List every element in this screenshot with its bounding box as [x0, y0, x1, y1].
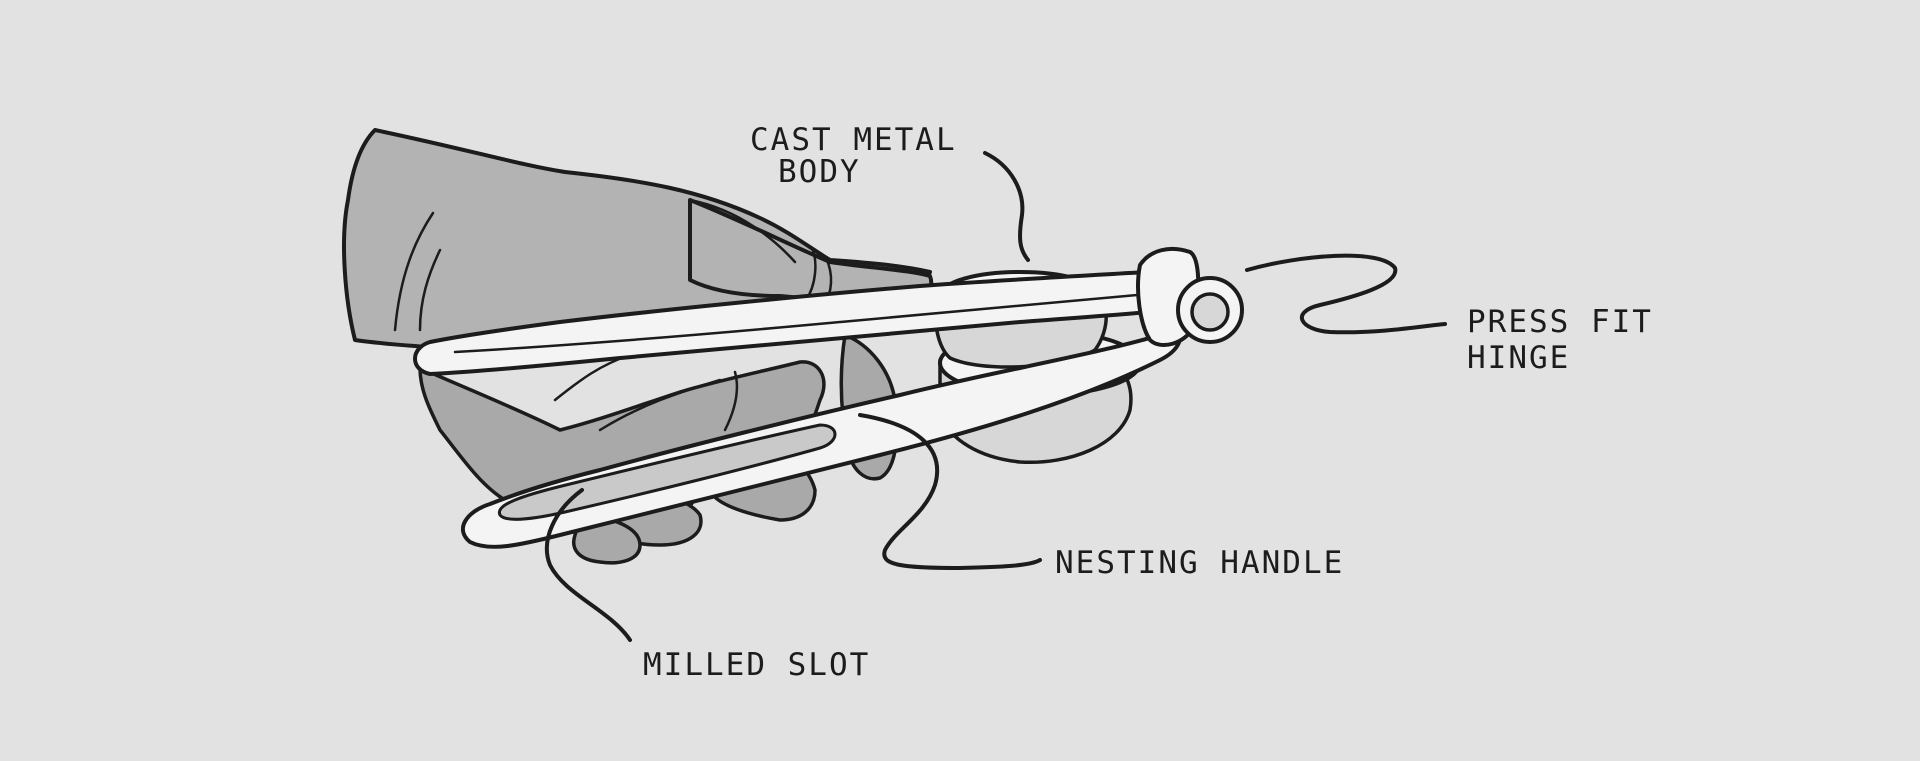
- label-nesting-handle: NESTING HANDLE: [1055, 545, 1344, 581]
- callout-cast-metal-body: CAST METAL BODY: [750, 122, 957, 190]
- hinge-pin: [1190, 292, 1230, 332]
- leader-milled-slot: [544, 488, 632, 642]
- callout-nesting-handle: NESTING HANDLE: [1055, 545, 1344, 581]
- label-press-fit: PRESS FIT: [1467, 304, 1653, 340]
- upper-handle-part: [413, 268, 1192, 376]
- label-cast-metal: CAST METAL: [750, 122, 957, 158]
- leader-cast-metal-body: [983, 151, 1030, 262]
- label-body: BODY: [778, 154, 861, 190]
- leader-press-fit-hinge: [1245, 253, 1447, 335]
- milled-slot-part: [497, 423, 837, 521]
- upper-handle: [413, 268, 1192, 376]
- leader-lines: [544, 151, 1447, 642]
- nesting-handle-part: [460, 328, 1182, 549]
- press-fit-hinge-part: [1136, 246, 1244, 347]
- leader-nesting-handle: [858, 413, 1042, 570]
- label-milled-slot: MILLED SLOT: [643, 647, 870, 683]
- label-hinge: HINGE: [1467, 340, 1570, 376]
- callout-milled-slot: MILLED SLOT: [643, 647, 870, 683]
- callout-press-fit-hinge: PRESS FIT HINGE: [1467, 304, 1653, 376]
